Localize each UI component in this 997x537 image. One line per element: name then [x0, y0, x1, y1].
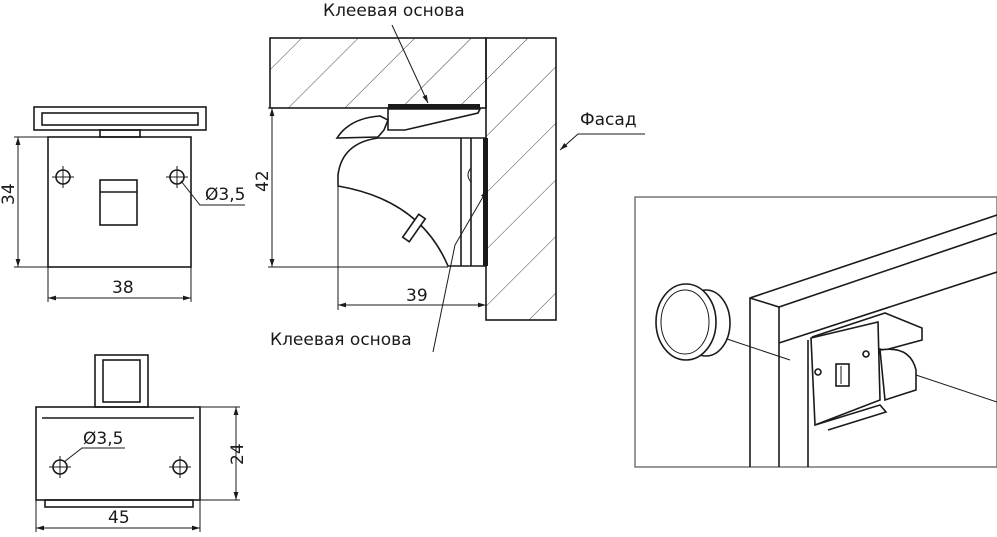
mounting-hole — [169, 456, 191, 478]
mounting-hole — [52, 166, 74, 188]
section-view: 42 39 Клеевая основа Фасад Клеевая основ… — [253, 1, 645, 353]
facade-panel — [485, 37, 557, 321]
front-view: 34 38 Ø3,5 — [0, 106, 245, 302]
dim-front-width: 38 — [112, 278, 134, 298]
dim-side-height: 42 — [253, 170, 273, 192]
label-facade: Фасад — [580, 110, 637, 130]
isometric-view — [634, 196, 997, 468]
dim-bottom-width: 45 — [108, 508, 130, 528]
bottom-view: Ø3,5 24 45 — [35, 354, 248, 532]
dim-front-height: 34 — [0, 183, 19, 205]
mounting-hole — [166, 166, 188, 188]
latch-window — [99, 179, 138, 226]
dim-front-hole: Ø3,5 — [205, 185, 245, 205]
dim-side-depth: 39 — [406, 286, 428, 306]
label-adhesive-base-bottom: Клеевая основа — [270, 330, 412, 350]
cabinet-top-panel — [269, 37, 487, 109]
dim-bottom-height: 24 — [228, 443, 248, 465]
label-adhesive-base-top: Клеевая основа — [323, 1, 465, 21]
dim-bottom-hole: Ø3,5 — [83, 429, 123, 449]
mounting-hole — [49, 456, 71, 478]
